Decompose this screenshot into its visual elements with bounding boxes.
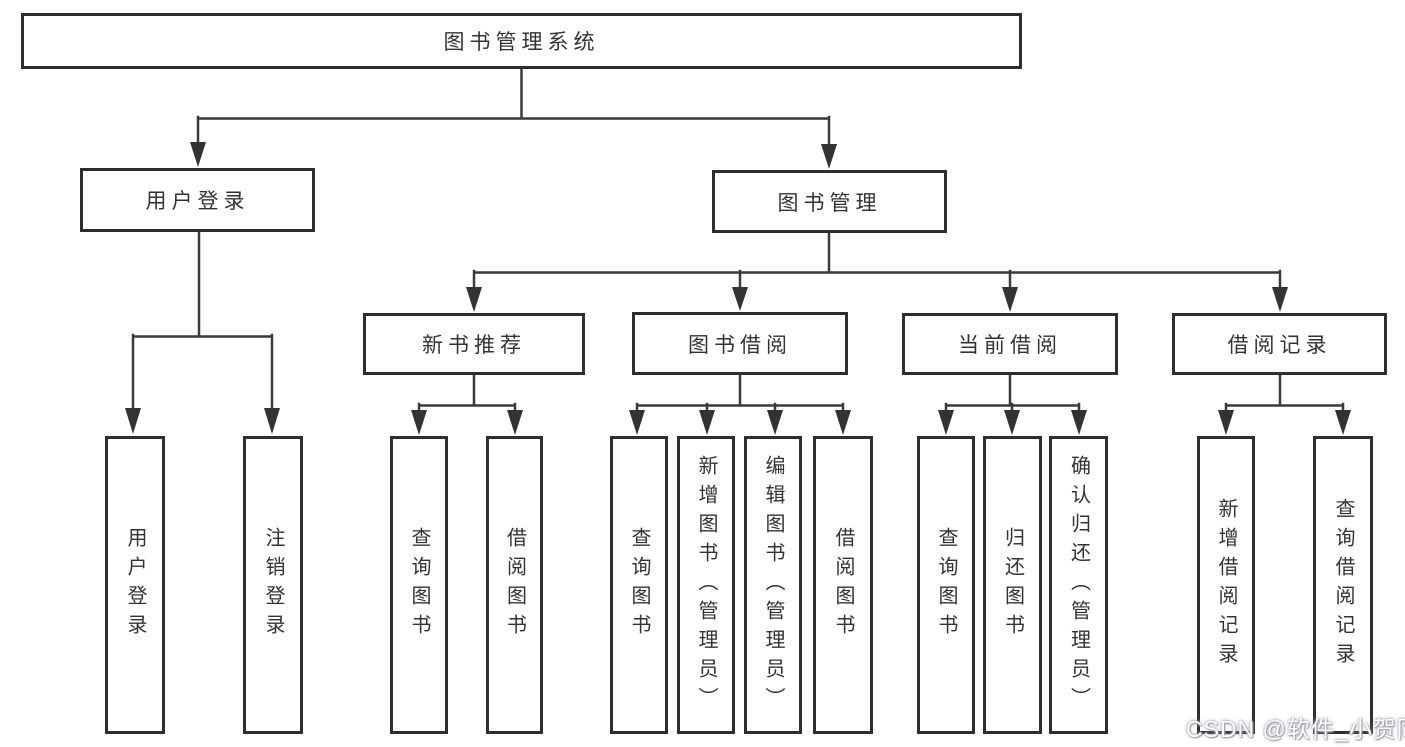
- arrowhead-current-group: [1002, 287, 1018, 312]
- connector-root-to-branches: [196, 67, 831, 148]
- node-current-borrow: 当前借阅: [902, 313, 1118, 375]
- arrowhead-logout-leaf: [264, 408, 280, 434]
- arrowhead-leaf: [767, 410, 783, 435]
- leaf-logout: 注销登录: [243, 436, 303, 734]
- arrowhead-new-book-group: [466, 287, 482, 312]
- node-root-system: 图书管理系统: [21, 13, 1022, 69]
- arrowhead-borrow-group: [732, 287, 748, 311]
- connector-records-children: [1224, 373, 1345, 413]
- arrowhead-leaf: [1071, 410, 1087, 435]
- arrowhead-leaf: [507, 410, 523, 435]
- arrowhead-book-management: [821, 144, 837, 169]
- leaf-query-books-borrow: 查询图书: [610, 436, 668, 734]
- connector-new-book-children: [417, 373, 517, 413]
- csdn-watermark: CSDN @软件_小贺同学: [1186, 716, 1405, 742]
- arrowhead-records-group: [1272, 287, 1288, 312]
- leaf-borrow-books-recommend: 借阅图书: [486, 436, 543, 734]
- arrowhead-leaf: [1218, 410, 1234, 435]
- arrowhead-leaf: [835, 410, 851, 435]
- node-borrow-records: 借阅记录: [1172, 313, 1387, 375]
- arrowhead-leaf: [411, 410, 427, 435]
- leaf-borrow-books: 借阅图书: [813, 436, 873, 734]
- leaf-edit-books-admin: 编辑图书（管理员）: [744, 436, 802, 734]
- node-book-management: 图书管理: [712, 170, 947, 233]
- node-book-borrow: 图书借阅: [632, 312, 848, 375]
- arrowhead-login-leaf: [125, 408, 141, 434]
- node-user-login: 用户登录: [80, 168, 315, 232]
- leaf-add-borrow-record: 新增借阅记录: [1197, 436, 1255, 734]
- leaf-query-books-recommend: 查询图书: [390, 436, 448, 734]
- arrowhead-leaf: [699, 410, 715, 435]
- connector-book-management-children: [472, 231, 1282, 291]
- leaf-add-books-admin: 新增图书（管理员）: [677, 436, 735, 734]
- arrowhead-leaf: [1335, 410, 1351, 435]
- leaf-confirm-return-admin: 确认归还（管理员）: [1049, 436, 1108, 734]
- leaf-user-login: 用户登录: [105, 436, 165, 734]
- arrowhead-user-login: [190, 142, 206, 167]
- arrowhead-leaf: [629, 410, 645, 435]
- connector-current-children: [944, 373, 1081, 413]
- leaf-query-books-current: 查询图书: [917, 436, 975, 734]
- leaf-return-books: 归还图书: [983, 436, 1042, 734]
- connector-borrow-children: [635, 373, 845, 413]
- arrowhead-leaf: [1004, 410, 1020, 435]
- connector-user-login-children: [131, 230, 274, 411]
- arrowhead-leaf: [938, 410, 954, 435]
- node-new-book-recommend: 新书推荐: [363, 313, 585, 375]
- leaf-query-borrow-record: 查询借阅记录: [1313, 436, 1373, 734]
